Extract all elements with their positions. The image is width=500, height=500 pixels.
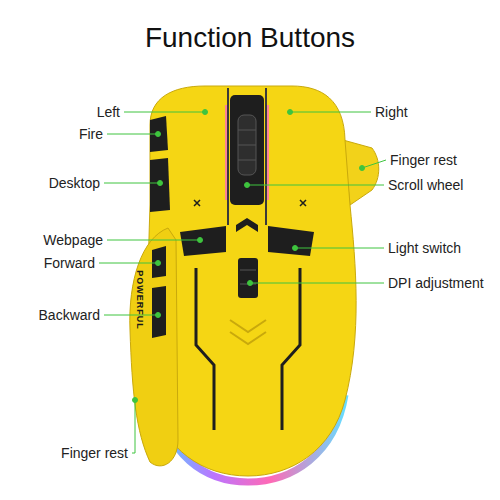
part-label: Webpage (43, 232, 103, 248)
side-print: POWERFUL (135, 270, 145, 330)
part-label: Backward (39, 307, 100, 323)
part-label: Fire (79, 126, 103, 142)
part-label: Finger rest (61, 445, 128, 461)
part-label: Light switch (388, 240, 461, 256)
part-label: DPI adjustment (388, 275, 484, 291)
diagram-title: Function Buttons (0, 22, 500, 54)
part-label: Scroll wheel (388, 177, 463, 193)
part-label: Finger rest (390, 152, 457, 168)
part-label: Left (97, 104, 120, 120)
part-label: Forward (44, 255, 95, 271)
part-label: Desktop (49, 175, 100, 191)
part-label: Right (375, 104, 408, 120)
